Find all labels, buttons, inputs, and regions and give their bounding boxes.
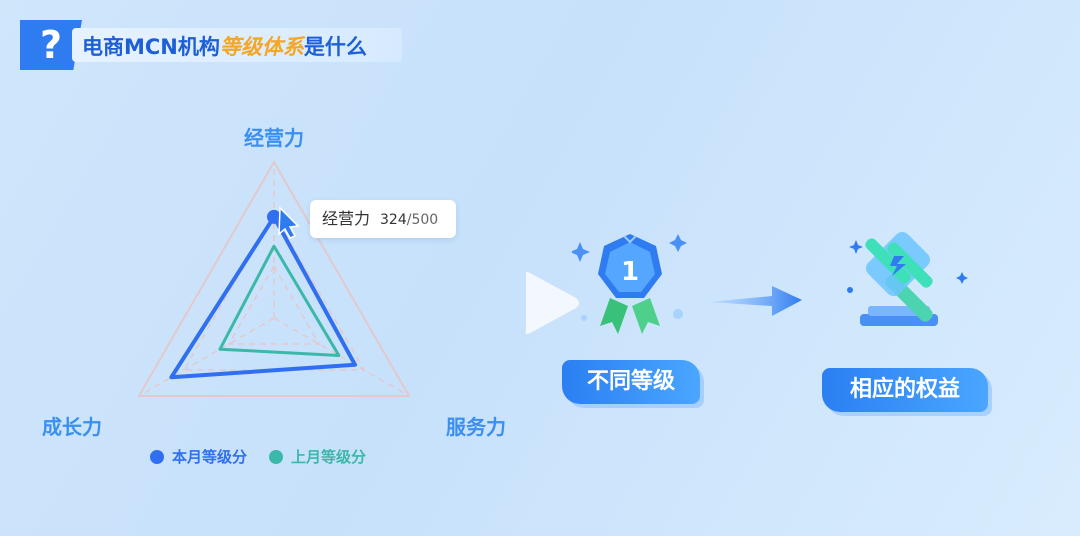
title-suffix: 是什么 [303, 35, 367, 59]
tooltip-max: /500 [406, 212, 439, 228]
axis-label-right: 服务力 [446, 415, 506, 439]
legend-dot-previous [269, 449, 284, 464]
radar-spoke-2 [138, 317, 275, 397]
chart-legend: 本月等级分 上月等级分 [150, 446, 366, 467]
radar-chart: 经营力 服务力 成长力 [42, 126, 506, 439]
tooltip-value: 324 [380, 212, 407, 228]
tooltip-label: 经营力 [322, 209, 371, 228]
legend-item-current[interactable]: 本月等级分 [150, 446, 247, 467]
legend-dot-current [150, 449, 164, 464]
page-title: 电商MCN机构等级体系是什么 [82, 31, 367, 61]
axis-label-left: 成长力 [42, 415, 102, 439]
axis-label-top: 经营力 [244, 126, 304, 150]
step-label-benefits: 相应的权益 [822, 368, 988, 412]
radar-series-0 [169, 214, 358, 380]
gavel-icon [847, 231, 968, 326]
radar-grid-ring-2 [182, 212, 366, 371]
cursor-icon [278, 206, 300, 239]
title-bar [72, 28, 402, 62]
arrow-right-icon [708, 286, 802, 316]
play-icon [525, 271, 579, 334]
medal-number: 1 [621, 257, 639, 287]
tooltip: 经营力 324/500 [310, 200, 456, 238]
title-highlight: 等级体系 [219, 35, 304, 59]
medal-icon: 1 [572, 234, 687, 334]
radar-grid [137, 160, 411, 397]
legend-item-previous[interactable]: 上月等级分 [269, 446, 366, 467]
radar-spoke-1 [273, 317, 410, 397]
step-label-levels: 不同等级 [562, 360, 700, 404]
title-banner: ? 电商MCN机构等级体系是什么 [20, 20, 402, 70]
question-icon: ? [20, 20, 82, 70]
radar-highlight-point [267, 209, 281, 224]
legend-label-current: 本月等级分 [172, 448, 248, 466]
radar-grid-ring-1 [227, 264, 321, 345]
radar-grid-ring-3 [137, 160, 411, 397]
radar-series-group [169, 209, 358, 380]
legend-label-previous: 上月等级分 [291, 448, 367, 466]
title-prefix: 电商MCN机构 [82, 35, 220, 59]
radar-series-1 [218, 244, 341, 357]
